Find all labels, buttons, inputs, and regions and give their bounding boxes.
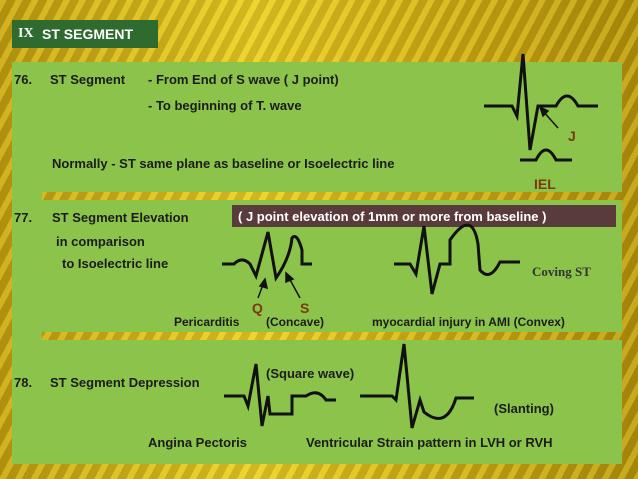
label-strain: Ventricular Strain pattern in LVH or RVH — [306, 435, 553, 450]
item-76-number: 76. — [14, 72, 33, 87]
item-77-line2: in comparison — [56, 234, 145, 249]
label-pericarditis: Pericarditis — [174, 315, 240, 329]
ecg-pericarditis — [222, 231, 312, 282]
item-76-line2: - To beginning of T. wave — [148, 98, 302, 113]
item-76-normal: Normally - ST same plane as baseline or … — [52, 156, 395, 171]
label-coving: Coving ST — [532, 264, 591, 279]
highlight-text: ( J point elevation of 1mm or more from … — [238, 209, 547, 224]
label-slanting: (Slanting) — [494, 401, 554, 416]
header-title: ST SEGMENT — [42, 26, 134, 42]
panel-78 — [42, 340, 622, 464]
panel-left-strip — [12, 62, 42, 464]
header-bar — [12, 20, 158, 48]
item-78-term: ST Segment Depression — [50, 375, 200, 390]
item-76-term: ST Segment — [50, 72, 126, 87]
item-78-number: 78. — [14, 375, 33, 390]
label-angina: Angina Pectoris — [148, 435, 247, 450]
label-j: J — [568, 128, 576, 144]
label-concave: (Concave) — [266, 315, 325, 329]
label-q: Q — [252, 300, 263, 316]
ecg-slanting-depression — [360, 343, 474, 429]
highlight-box — [232, 205, 616, 227]
item-77-line3: to Isoelectric line — [62, 256, 169, 271]
item-76-line1: - From End of S wave ( J point) — [148, 72, 339, 87]
ecg-ami-convex — [394, 223, 520, 295]
label-square: (Square wave) — [266, 366, 355, 381]
ecg-normal-complex — [484, 53, 598, 151]
ecg-iel-complex — [520, 148, 572, 162]
label-s: S — [300, 300, 310, 316]
item-77-term: ST Segment Elevation — [52, 210, 189, 225]
header-roman: IX — [18, 26, 34, 41]
item-77-number: 77. — [14, 210, 33, 225]
label-iel: IEL — [534, 176, 556, 192]
label-ami: myocardial injury in AMI (Convex) — [372, 315, 565, 329]
ecg-square-depression — [224, 363, 336, 427]
